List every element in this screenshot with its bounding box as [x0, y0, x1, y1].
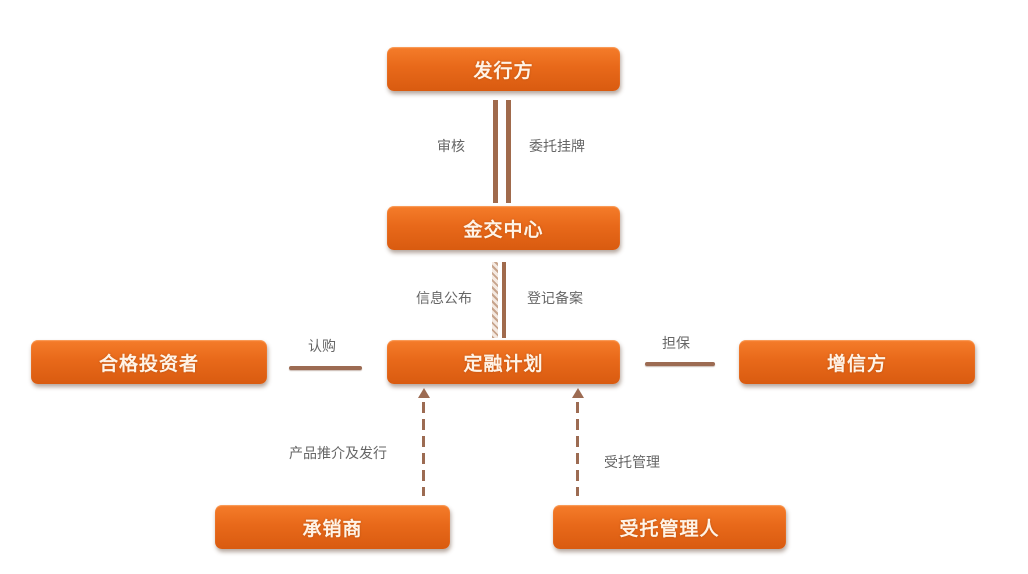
- arrow-up-icon: [572, 388, 584, 398]
- node-plan-label: 定融计划: [463, 352, 544, 375]
- connector-registration-filing: [502, 262, 506, 338]
- connector-guarantee: [645, 362, 715, 366]
- node-credit-enhancer-label: 增信方: [826, 352, 887, 375]
- node-underwriter: 承销商: [215, 505, 450, 549]
- node-investors: 合格投资者: [31, 340, 267, 384]
- edge-label-info-disclosure: 信息公布: [416, 291, 472, 307]
- edge-label-registration-filing: 登记备案: [527, 291, 583, 307]
- node-trustee-label: 受托管理人: [619, 517, 720, 540]
- node-exchange-center: 金交中心: [387, 206, 620, 250]
- connector-review: [493, 100, 498, 203]
- node-credit-enhancer: 增信方: [739, 340, 975, 384]
- node-issuer-label: 发行方: [473, 59, 534, 82]
- connector-subscribe: [289, 366, 362, 370]
- connector-entrusted-management: [576, 402, 579, 496]
- arrow-up-icon: [418, 388, 430, 398]
- edge-label-guarantee: 担保: [662, 336, 690, 352]
- edge-label-promotion-issuance: 产品推介及发行: [289, 446, 387, 462]
- node-exchange-center-label: 金交中心: [463, 218, 544, 241]
- connector-promotion-issuance: [422, 402, 425, 496]
- connector-entrust-listing: [506, 100, 511, 203]
- node-investors-label: 合格投资者: [98, 352, 199, 375]
- edge-label-entrusted-management: 受托管理: [604, 455, 660, 471]
- node-underwriter-label: 承销商: [302, 517, 363, 540]
- node-issuer: 发行方: [387, 47, 620, 91]
- edge-label-entrust-listing: 委托挂牌: [529, 139, 585, 155]
- edge-label-subscribe: 认购: [308, 339, 336, 355]
- connector-info-disclosure: [492, 262, 498, 338]
- node-trustee: 受托管理人: [553, 505, 786, 549]
- node-plan: 定融计划: [387, 340, 620, 384]
- edge-label-review: 审核: [437, 139, 465, 155]
